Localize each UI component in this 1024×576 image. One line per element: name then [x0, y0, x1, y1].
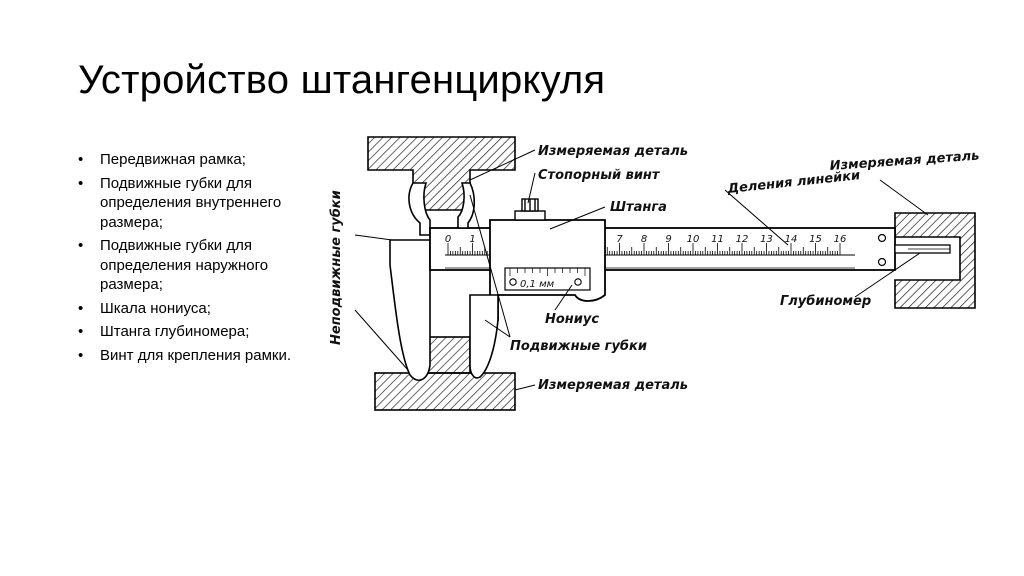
ruler-number: 9: [665, 234, 671, 245]
ruler-number: 8: [641, 234, 647, 245]
bullet-marker: •: [78, 323, 84, 340]
caliper-drawing: 012345678910111213141516 0,1 мм: [329, 136, 980, 411]
bullet-marker: •: [78, 237, 84, 254]
bullet-item: • Шкала нониуса;: [78, 299, 298, 319]
label-depth-gauge: Глубиномер: [780, 294, 871, 309]
stop-screw: [514, 198, 546, 221]
bullet-item: • Штанга глубиномера;: [78, 322, 298, 342]
bullet-item: • Подвижные губки для определения наружно…: [78, 236, 298, 295]
ruler-number: 15: [809, 234, 822, 245]
ruler-number: 12: [736, 234, 749, 245]
label-stop-screw: Стопорный винт: [538, 168, 661, 183]
label-movable-jaws: Подвижные губки: [510, 339, 647, 354]
leader-lines: [354, 149, 929, 391]
ruler-number: 0: [445, 234, 451, 245]
label-vernier: Нониус: [545, 312, 599, 327]
movable-frame: 0,1 мм: [489, 219, 606, 321]
bullet-item: • Подвижные губки для определения внутрен…: [78, 174, 298, 233]
ruler-number: 14: [785, 234, 798, 245]
ruler-number: 1: [469, 234, 475, 245]
label-measured-part-right: Измеряемая деталь: [829, 149, 980, 174]
bullet-item: • Винт для крепления рамки.: [78, 346, 298, 366]
caliper-diagram: 012345678910111213141516 0,1 мм: [310, 125, 1000, 425]
bullet-marker: •: [78, 346, 84, 364]
bullet-text: Передвижная рамка;: [100, 151, 246, 168]
bullet-text: Шкала нониуса;: [100, 299, 211, 317]
measured-part-right: [894, 212, 976, 309]
fixed-jaws: [389, 182, 431, 381]
ruler-number: 11: [711, 234, 724, 245]
bullet-text: Винт для крепления рамки.: [100, 346, 292, 364]
label-bar: Штанга: [610, 200, 667, 215]
bullet-marker: •: [78, 299, 84, 317]
label-measured-part-bottom: Измеряемая деталь: [538, 378, 688, 393]
bullet-marker: •: [78, 151, 84, 168]
bullet-text: Штанга глубиномера;: [100, 323, 250, 340]
depth-gauge-rod: [894, 244, 951, 254]
ruler-number: 10: [687, 234, 700, 245]
vernier-unit: 0,1 мм: [520, 279, 555, 290]
bullet-list: • Передвижная рамка; • Подвижные губки для…: [78, 150, 298, 369]
bullet-text: Подвижные губки для определения наружног…: [100, 237, 269, 293]
ruler-number: 7: [616, 234, 623, 245]
label-measured-part-top: Измеряемая деталь: [538, 144, 688, 159]
label-fixed-jaws: Неподвижные губки: [329, 190, 344, 345]
bullet-marker: •: [78, 174, 84, 192]
bullet-item: • Передвижная рамка;: [78, 150, 298, 170]
slide-title: Устройство штангенциркуля: [78, 58, 606, 102]
ruler-number: 16: [834, 234, 847, 245]
bullet-text: Подвижные губки для определения внутренн…: [100, 174, 282, 231]
measured-part-top: [367, 136, 516, 211]
movable-jaws: [457, 182, 499, 379]
ruler-number: 13: [760, 234, 773, 245]
